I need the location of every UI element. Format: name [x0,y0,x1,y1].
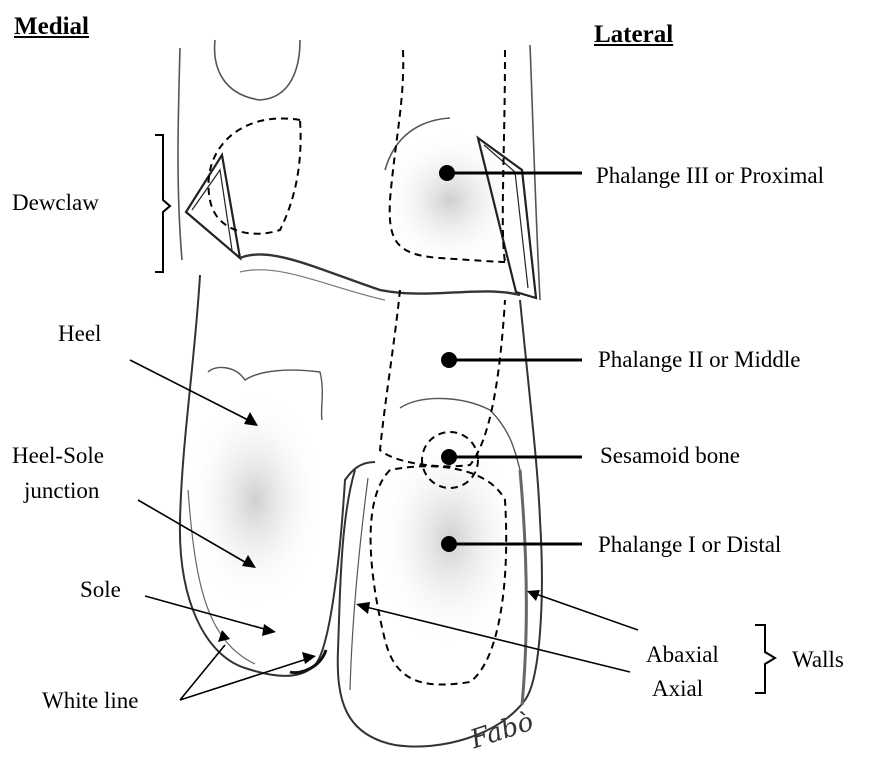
heel-label: Heel [58,322,101,345]
dewclaw-medial-shape [186,155,240,258]
heel-sole-label-line2: junction [24,479,99,502]
dewclaw-label: Dewclaw [12,191,99,214]
sole-label: Sole [80,578,121,601]
phalange-ii-label: Phalange II or Middle [598,348,800,371]
dewclaw-bracket [155,135,170,272]
white-line-label: White line [42,689,138,712]
phalange-iii-label: Phalange III or Proximal [596,164,824,187]
phalange-i-label: Phalange I or Distal [598,533,781,556]
sesamoid-label: Sesamoid bone [600,444,740,467]
shade-proximal [380,130,520,270]
abaxial-label: Abaxial [646,643,719,666]
heel-sole-label-line1: Heel-Sole [12,444,104,467]
abaxial-arrow [533,593,638,630]
lateral-header: Lateral [594,22,673,47]
axial-label: Axial [652,677,703,700]
white-line-arrow-1 [180,645,225,700]
medial-header: Medial [14,14,89,39]
walls-bracket [755,625,775,693]
walls-label: Walls [792,648,844,671]
white-line-arrow-2 [180,658,310,700]
